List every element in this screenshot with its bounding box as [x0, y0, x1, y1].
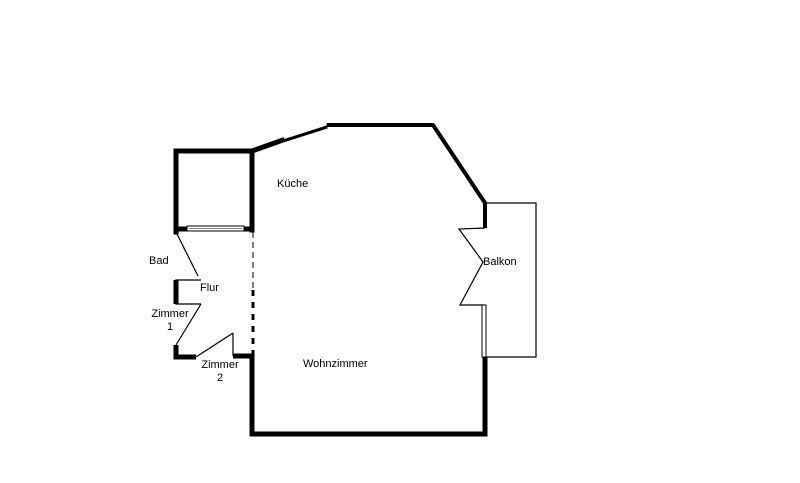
wohnzimmer-walls	[249, 355, 488, 437]
room-label-kueche: Küche	[277, 178, 309, 190]
room-label-zimmer2: Zimmer 2	[201, 359, 239, 384]
room-label-wohnzimmer: Wohnzimmer	[303, 358, 368, 370]
bad-block-walls	[173, 148, 255, 235]
room-label-flur: Flur	[200, 282, 219, 294]
kitchen-diagonal-wall	[251, 123, 328, 154]
room-label-zimmer1: Zimmer 1	[151, 308, 189, 333]
balcony-glass-door	[481, 304, 487, 358]
room-label-bad: Bad	[149, 255, 169, 267]
top-walls	[327, 123, 487, 228]
balcony-door-swing	[457, 227, 486, 306]
bad-window	[186, 225, 245, 232]
hall-walls	[173, 231, 252, 360]
balcony-outline	[486, 202, 537, 358]
room-label-balkon: Balkon	[483, 256, 517, 268]
